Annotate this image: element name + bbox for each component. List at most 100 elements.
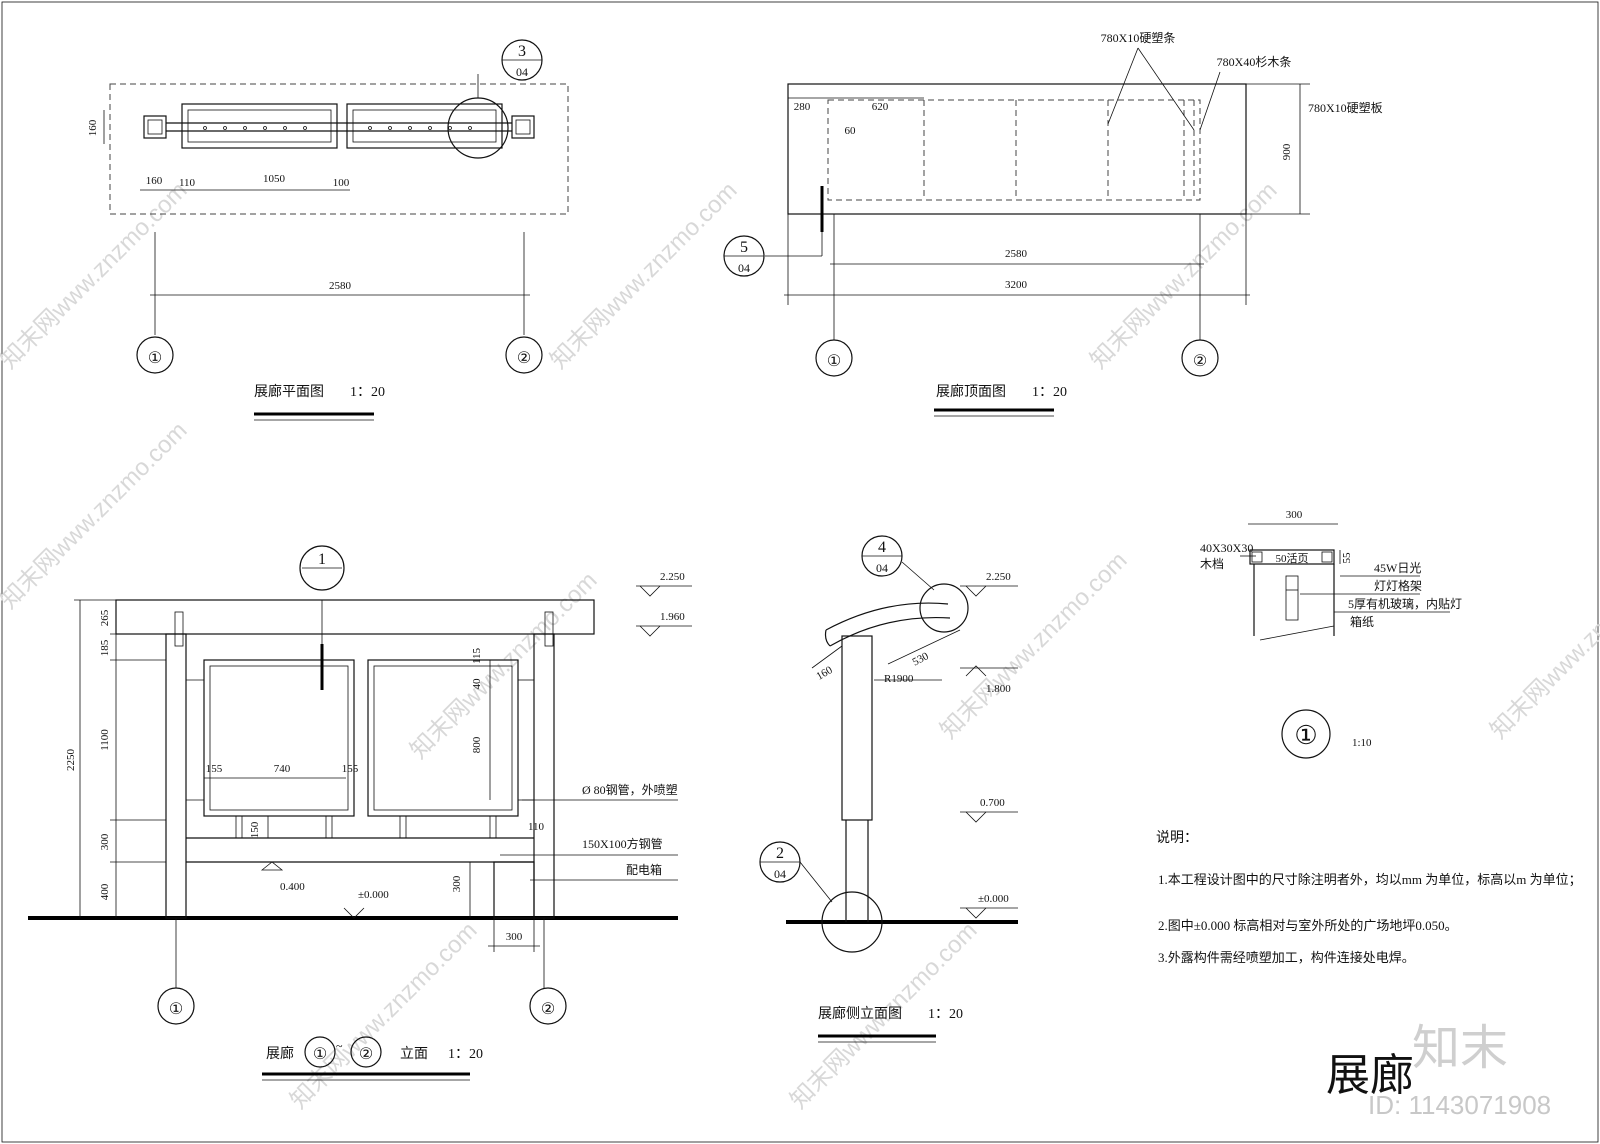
front-dim-800: 800 xyxy=(471,736,483,753)
front-dim-150: 150 xyxy=(249,821,261,838)
roof-depth: 900 xyxy=(1281,143,1293,160)
note-box: 配电箱 xyxy=(626,862,662,877)
watermark: 知末网www.znzmo.com xyxy=(935,547,1132,744)
drawing-id: ID: 1143071908 xyxy=(1368,1090,1551,1120)
brand-logo: 知末 xyxy=(1412,1022,1508,1075)
detail-width: 300 xyxy=(1286,509,1303,521)
plan-title: 展廊平面图 xyxy=(254,383,324,400)
note-pipe: Ø 80钢管，外喷塑 xyxy=(582,782,678,797)
note-2: 2.图中±0.000 标高相对与室外所处的广场地坪0.050。 xyxy=(1158,918,1458,933)
note-3: 3.外露构件需经喷塑加工，构件连接处电焊。 xyxy=(1158,950,1415,965)
note-square-pipe: 150X100方钢管 xyxy=(582,836,663,851)
side-elevation: 4 04 2 04 160 530 R1900 2.250 1.800 0.70… xyxy=(759,535,1018,1043)
front-dim-300c: 300 xyxy=(506,931,523,943)
front-dim-40: 40 xyxy=(471,678,483,690)
dim-160: 160 xyxy=(87,119,99,136)
front-elevation: 1 2250 265 185 1100 300 400 115 40 800 1… xyxy=(28,545,692,1081)
side-scale: 1：20 xyxy=(928,1007,963,1022)
side-ref-2-num: 2 xyxy=(776,845,784,862)
roof-ref-num: 5 xyxy=(740,239,748,256)
watermark: 知末网www.znzmo.com xyxy=(545,177,742,374)
side-ref-4-sheet: 04 xyxy=(876,561,888,575)
roof-view: 780X10硬塑条 780X40杉木条 780X10硬塑板 900 280 62… xyxy=(723,30,1383,417)
level-zero: ±0.000 xyxy=(358,889,389,901)
dim-post: 160 xyxy=(146,175,163,187)
roof-strip2: 780X40杉木条 xyxy=(1217,55,1292,69)
detail-h55: 55 xyxy=(1341,552,1353,564)
detail-1: 300 50活页 55 40X30X30 木档 45W日光 灯灯格架 5厚有机玻… xyxy=(1200,509,1462,759)
note-1: 1.本工程设计图中的尺寸除注明者外，均以mm 为单位，标高以m 为单位； xyxy=(1158,872,1582,888)
side-level-1: 1.800 xyxy=(986,683,1011,695)
detail-label: ① xyxy=(1294,721,1317,750)
front-dim-265: 265 xyxy=(99,609,111,626)
front-scale: 1：20 xyxy=(448,1047,483,1062)
plan-scale: 1：20 xyxy=(350,385,385,400)
watermark: 知末网www.znzmo.com xyxy=(0,177,192,374)
axis-2: ② xyxy=(517,350,531,367)
roof-d3: 60 xyxy=(845,125,857,137)
section-ref: 1 xyxy=(318,551,326,568)
side-level-top: 2.250 xyxy=(986,571,1011,583)
front-axis-1: ① xyxy=(169,1001,183,1018)
side-title: 展廊侧立面图 xyxy=(818,1005,902,1022)
dim-panel: 1050 xyxy=(263,173,286,185)
roof-board: 780X10硬塑板 xyxy=(1308,100,1383,115)
front-dim-155a: 155 xyxy=(206,763,223,775)
front-dim-300: 300 xyxy=(99,833,111,850)
detail-frame: 灯灯格架 xyxy=(1374,578,1422,593)
detail-wood: 40X30X30 xyxy=(1200,541,1253,555)
detail-paper: 箱纸 xyxy=(1350,614,1374,629)
roof-strip1: 780X10硬塑条 xyxy=(1101,30,1176,45)
front-axis-2: ② xyxy=(541,1001,555,1018)
detail-glass: 5厚有机玻璃，内贴灯 xyxy=(1348,597,1462,611)
roof-axis-2: ② xyxy=(1193,353,1207,370)
side-dim-160: 160 xyxy=(814,664,835,683)
front-dim-185: 185 xyxy=(99,639,111,656)
roof-title: 展廊顶面图 xyxy=(936,383,1006,400)
front-dim-115: 115 xyxy=(471,647,483,664)
detail-light: 45W日光 xyxy=(1374,561,1421,575)
watermark: 知末网www.znzmo.com xyxy=(1085,177,1282,374)
detail-hinge: 50活页 xyxy=(1276,552,1309,565)
front-title-sep: ~ xyxy=(336,1039,343,1053)
front-title-prefix: 展廊 xyxy=(266,1045,294,1062)
front-title-axis-2: ② xyxy=(359,1046,373,1063)
dim-gap: 110 xyxy=(179,177,196,189)
level-low: 0.400 xyxy=(280,881,305,893)
front-dim-400: 400 xyxy=(99,883,111,900)
axis-1: ① xyxy=(148,350,162,367)
dim-gap2: 100 xyxy=(333,177,350,189)
level-mid: 1.960 xyxy=(660,611,685,623)
detail-ref-num: 3 xyxy=(518,43,526,60)
side-ref-4-num: 4 xyxy=(878,539,886,556)
watermark: 知末网www.znzmo.com xyxy=(1485,547,1600,744)
watermark: 知末网www.znzmo.com xyxy=(405,567,602,764)
drawing-title: 展廊 xyxy=(1326,1051,1414,1100)
front-dim-110: 110 xyxy=(528,821,545,833)
level-top: 2.250 xyxy=(660,571,685,583)
side-dim-radius: R1900 xyxy=(884,673,914,685)
roof-axis-1: ① xyxy=(827,353,841,370)
roof-d2: 620 xyxy=(872,101,889,113)
front-dim-740: 740 xyxy=(274,763,291,775)
side-dim-530: 530 xyxy=(910,650,931,669)
detail-wood2: 木档 xyxy=(1200,557,1224,571)
dim-span: 2580 xyxy=(329,280,352,292)
roof-scale: 1：20 xyxy=(1032,385,1067,400)
front-dim-total: 2250 xyxy=(65,749,77,772)
front-title-axis-1: ① xyxy=(313,1046,327,1063)
front-dim-155b: 155 xyxy=(342,763,359,775)
watermark: 知末网www.znzmo.com xyxy=(285,917,482,1114)
watermark-layer: 知末网www.znzmo.com 知末网www.znzmo.com 知末网www… xyxy=(0,177,1600,1114)
plan-view: 3 04 160 160 110 1050 100 2580 ① ② 展廊平面图… xyxy=(87,39,569,421)
detail-ref-sheet: 04 xyxy=(516,65,528,79)
side-level-zero: ±0.000 xyxy=(978,893,1009,905)
roof-span: 2580 xyxy=(1005,248,1028,260)
detail-scale: 1:10 xyxy=(1352,737,1372,749)
roof-d1: 280 xyxy=(794,101,811,113)
roof-ref-sheet: 04 xyxy=(738,261,750,275)
side-ref-2-sheet: 04 xyxy=(774,867,786,881)
front-dim-1100: 1100 xyxy=(99,729,111,751)
